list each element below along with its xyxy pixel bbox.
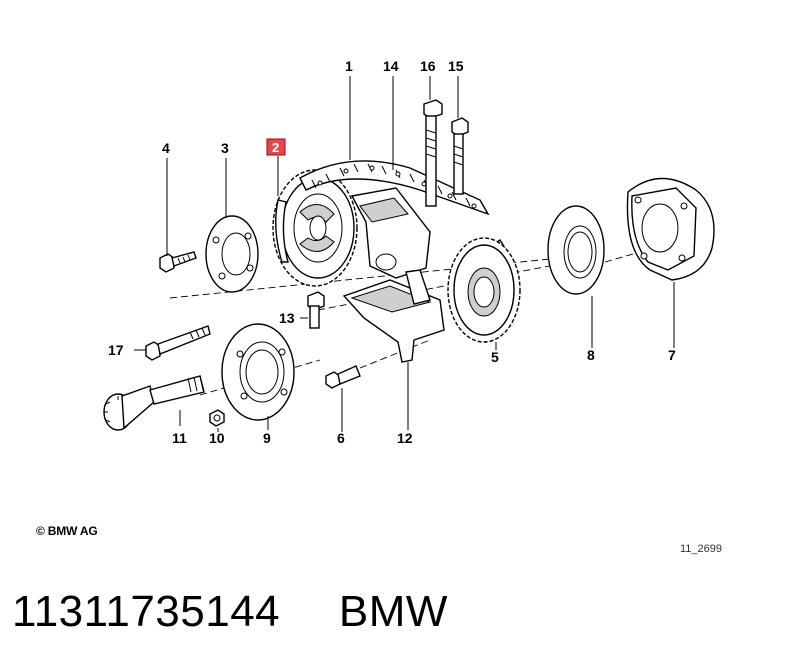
callout-10: 10	[209, 430, 225, 446]
tensioner-rail-part-14	[350, 187, 431, 279]
part-caption: 11311735144 BMW	[12, 587, 448, 637]
part-number: 11311735144	[12, 587, 281, 636]
cover-plate-part-7	[626, 177, 715, 281]
callout-15: 15	[448, 58, 464, 74]
drawing-number: 11_2699	[680, 543, 723, 555]
bolt-part-16	[423, 99, 443, 207]
gear-shaft-part-11	[103, 375, 205, 431]
callout-16: 16	[420, 58, 436, 74]
callout-3: 3	[221, 140, 229, 156]
bolt-part-15	[451, 117, 469, 195]
nut-part-10	[209, 409, 225, 427]
callout-14: 14	[383, 58, 399, 74]
callout-11: 11	[172, 430, 187, 446]
spacer-ring-part-8	[547, 205, 605, 295]
callout-2-highlight: 2	[266, 138, 286, 156]
bolt-part-4	[159, 251, 197, 273]
crankshaft-sprocket-part-5	[447, 237, 521, 343]
guide-lines	[169, 251, 641, 396]
brand-name: BMW	[338, 587, 448, 636]
camshaft-sprocket-part-2	[272, 169, 358, 287]
callout-17: 17	[108, 342, 124, 358]
copyright-notice: © BMW AG	[36, 524, 98, 538]
callout-9: 9	[263, 430, 271, 446]
callout-12: 12	[397, 430, 413, 446]
pulley-disc-part-9	[221, 323, 295, 421]
callout-13: 13	[279, 310, 295, 326]
flange-disc-part-3	[205, 215, 259, 293]
callouts: 1 14 16 15 4 3 2 13 17 5 8 7 11 10 9 6 1…	[108, 58, 676, 446]
bolt-part-13	[307, 291, 325, 329]
timing-chain-diagram: 1 14 16 15 4 3 2 13 17 5 8 7 11 10 9 6 1…	[103, 58, 715, 446]
callout-5: 5	[491, 349, 499, 365]
callout-6: 6	[337, 430, 345, 446]
stud-part-6	[325, 365, 361, 389]
long-bolt-part-17	[145, 325, 211, 361]
callout-4: 4	[162, 140, 170, 156]
guide-rail-part-12	[342, 269, 445, 363]
callout-7: 7	[668, 347, 676, 363]
callout-8: 8	[587, 347, 595, 363]
callout-1: 1	[345, 58, 353, 74]
callout-2: 2	[272, 140, 279, 155]
leader-lines	[134, 76, 675, 432]
